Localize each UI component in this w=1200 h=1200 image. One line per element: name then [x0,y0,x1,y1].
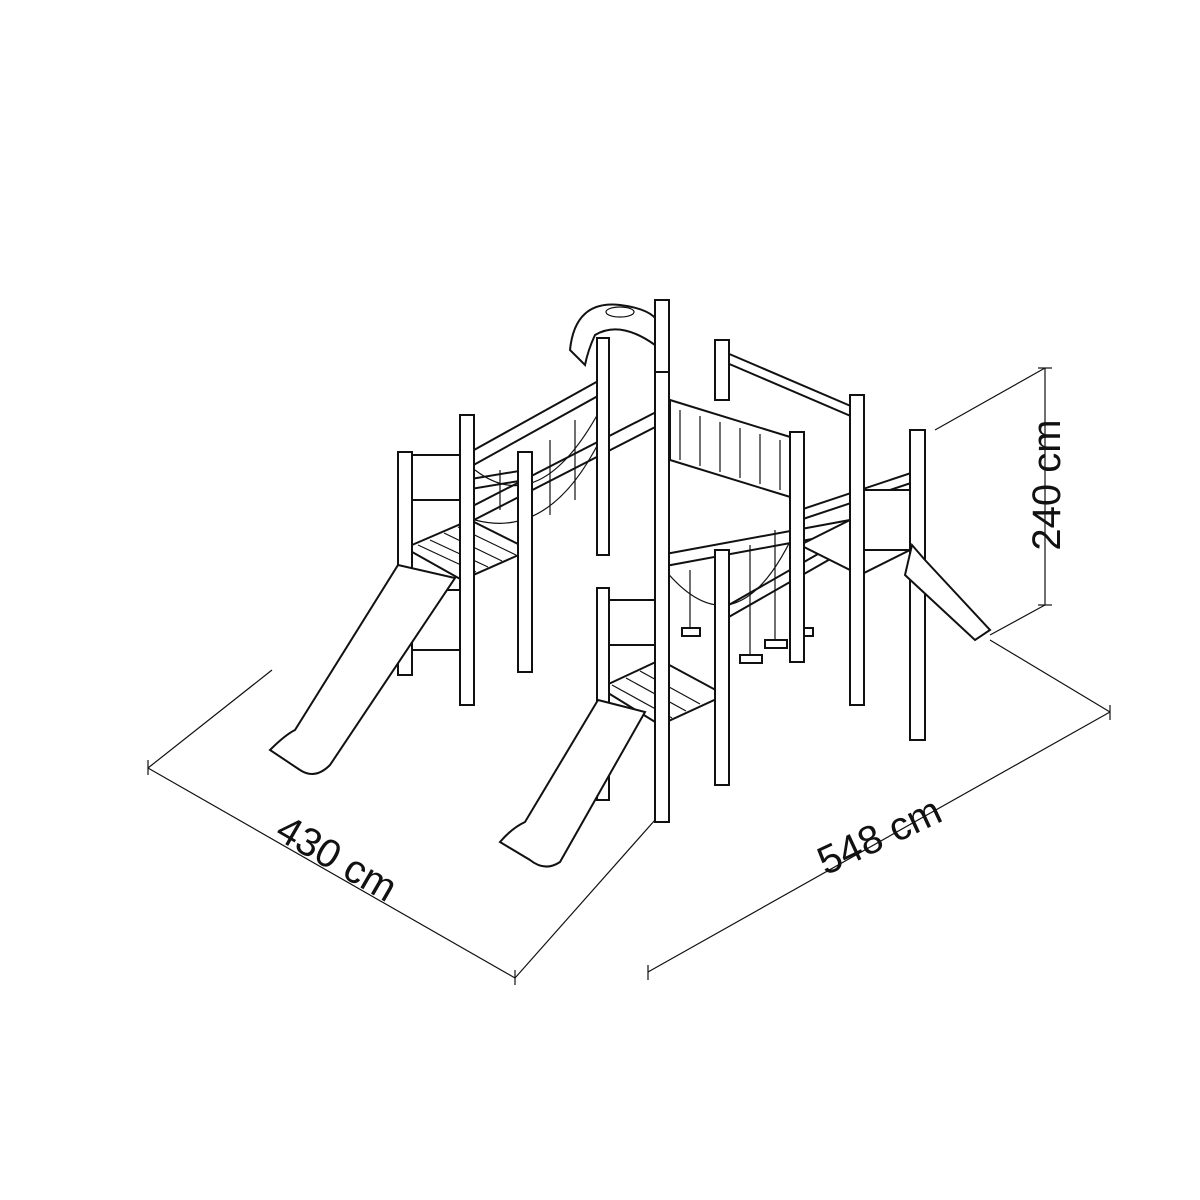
height-dimension-label: 240 cm [1025,419,1069,550]
slide-left [268,563,457,775]
dimension-lines [147,367,1111,985]
climbing-arch [568,303,662,368]
climbing-arch-hole [605,306,635,318]
width-dimension-label: 548 cm [811,789,948,884]
platform-slats [417,410,781,719]
slide-right [903,542,992,642]
depth-dimension-label: 430 cm [269,807,405,911]
slide-center [498,698,647,868]
slides [268,542,992,868]
